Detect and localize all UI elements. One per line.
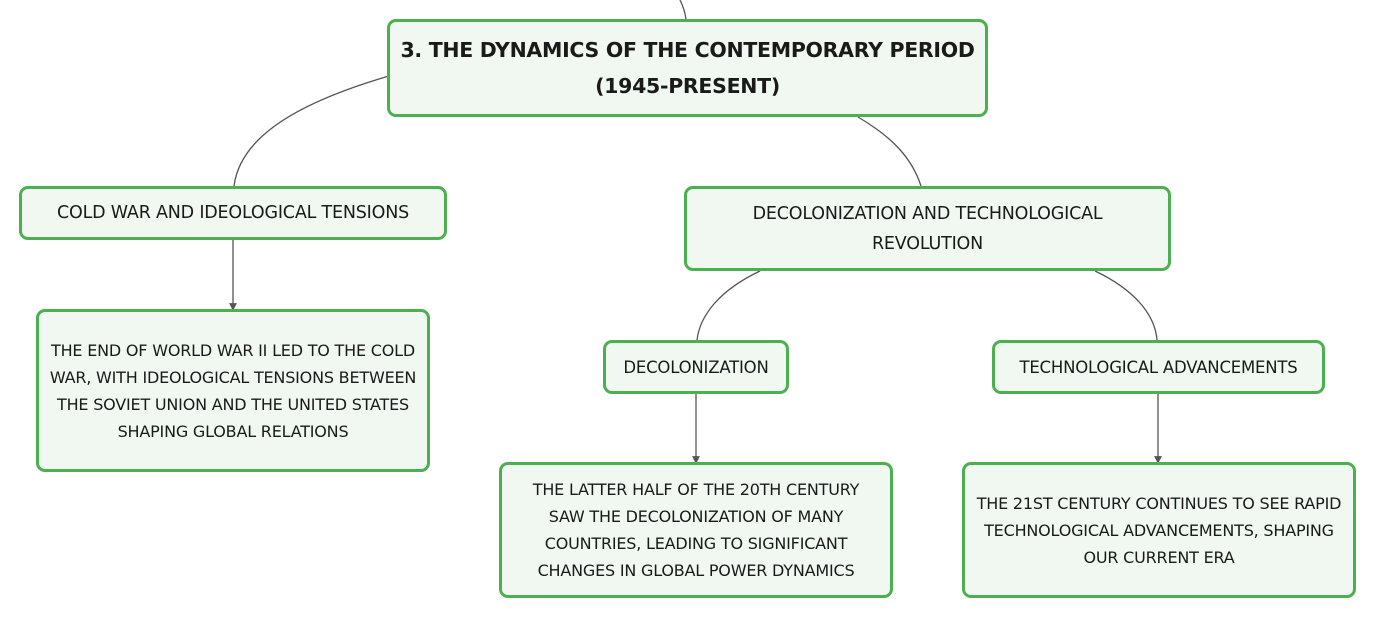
root-topic-title: 3. THE DYNAMICS OF THE CONTEMPORARY PERI… xyxy=(400,38,975,62)
cold-war-topic-node[interactable]: COLD WAR AND IDEOLOGICAL TENSIONS xyxy=(19,186,447,240)
decolonization-topic-title: DECOLONIZATION xyxy=(623,357,769,377)
technology-detail-node[interactable]: THE 21ST CENTURY CONTINUES TO SEE RAPID … xyxy=(962,462,1356,598)
decolonization-tech-topic-node[interactable]: DECOLONIZATION AND TECHNOLOGICAL REVOLUT… xyxy=(684,186,1171,271)
decolonization-detail-text: THE LATTER HALF OF THE 20TH CENTURY SAW … xyxy=(532,480,860,580)
decolonization-detail-node[interactable]: THE LATTER HALF OF THE 20TH CENTURY SAW … xyxy=(499,462,893,598)
cold-war-detail-node[interactable]: THE END OF WORLD WAR II LED TO THE COLD … xyxy=(36,309,430,472)
technology-topic-node[interactable]: TECHNOLOGICAL ADVANCEMENTS xyxy=(992,340,1325,394)
cold-war-detail-text: THE END OF WORLD WAR II LED TO THE COLD … xyxy=(49,340,417,441)
root-topic-node[interactable]: 3. THE DYNAMICS OF THE CONTEMPORARY PERI… xyxy=(387,19,988,117)
connector-decotech-to-technology xyxy=(1094,270,1158,341)
decolonization-tech-topic-title: DECOLONIZATION AND TECHNOLOGICAL REVOLUT… xyxy=(752,203,1103,254)
connector-incoming xyxy=(679,0,687,20)
cold-war-topic-title: COLD WAR AND IDEOLOGICAL TENSIONS xyxy=(57,203,409,223)
technology-topic-title: TECHNOLOGICAL ADVANCEMENTS xyxy=(1019,357,1298,377)
root-topic-text: 3. THE DYNAMICS OF THE CONTEMPORARY PERI… xyxy=(400,32,974,104)
decolonization-topic-node[interactable]: DECOLONIZATION xyxy=(603,340,789,394)
technology-detail-text: THE 21ST CENTURY CONTINUES TO SEE RAPID … xyxy=(976,493,1342,567)
connector-root-to-cold-war xyxy=(233,75,390,187)
root-topic-period: (1945-PRESENT) xyxy=(595,74,780,98)
connector-decotech-to-decolonization xyxy=(696,270,761,341)
connector-root-to-decolonization-tech xyxy=(857,116,922,187)
